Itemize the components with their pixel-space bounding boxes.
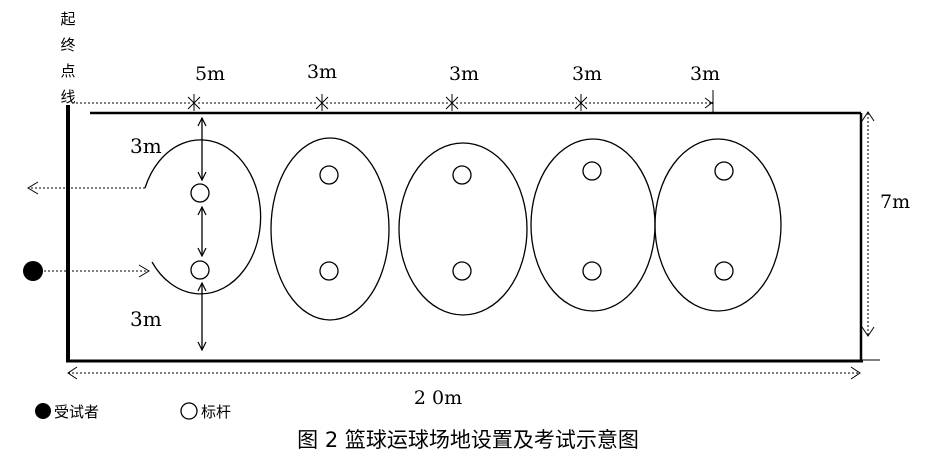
side-label-bottom: 3m [130, 307, 162, 331]
exit-arrowhead [27, 181, 39, 195]
tick-mark [704, 90, 714, 112]
legend: 受试者 标杆 [35, 402, 231, 421]
pole-marker [452, 261, 472, 281]
pole-marker [319, 165, 339, 185]
side-label-top: 3m [130, 134, 162, 158]
legend-pole-label: 标杆 [201, 403, 231, 421]
pole-marker [452, 165, 472, 185]
court-boundary [66, 105, 863, 363]
length-arrowhead-right [850, 366, 861, 380]
slalom-loops [270, 137, 782, 321]
legend-subject-icon [35, 403, 51, 419]
entry-arrowhead [138, 264, 150, 278]
spacing-label-3m-3: 3m [572, 63, 602, 85]
pole-marker [582, 161, 602, 181]
legend-subject-label: 受试者 [54, 403, 99, 421]
spacing-label-3m-4: 3m [690, 63, 720, 85]
start-finish-line-label: 起 终 点 线 [60, 10, 75, 106]
spacing-label-3m-2: 3m [449, 63, 479, 85]
top-dimension-line [72, 90, 714, 112]
entry-path [44, 264, 150, 278]
exit-path [27, 181, 145, 195]
spacing-label-5m: 5m [195, 63, 225, 85]
first-loop-path [144, 139, 262, 295]
width-arrowhead-top [861, 111, 875, 122]
length-arrowhead-left [67, 366, 78, 380]
tick-mark [574, 94, 588, 111]
pole-marker [190, 260, 210, 280]
width-label: 7m [880, 191, 910, 213]
loop-ellipse-4 [654, 138, 782, 312]
loop-ellipse-2 [398, 142, 528, 316]
tick-mark [187, 94, 201, 111]
figure-caption: 图 2 篮球运球场地设置及考试示意图 [297, 428, 639, 452]
width-arrowhead-bottom [861, 326, 875, 337]
spacing-label-3m-1: 3m [307, 61, 337, 83]
loop-ellipse-1 [270, 137, 390, 321]
poles [190, 161, 734, 281]
tick-mark [445, 94, 459, 111]
pole-marker [714, 161, 734, 181]
start-finish-char-3: 点 [60, 62, 75, 80]
pole-marker [582, 261, 602, 281]
legend-pole-icon [180, 402, 198, 420]
top-spacing-labels: 5m 3m 3m 3m 3m [195, 61, 720, 85]
length-dimension [67, 366, 861, 380]
start-finish-char-1: 起 [60, 10, 75, 28]
subject-marker [23, 261, 43, 281]
width-dimension [858, 111, 880, 361]
side-spacing-labels: 3m 3m [130, 134, 162, 331]
pole-marker [190, 183, 210, 203]
start-finish-char-4: 线 [60, 88, 75, 106]
tick-mark [315, 94, 329, 111]
pole-marker [319, 261, 339, 281]
length-label: 2 0m [414, 387, 462, 409]
start-finish-char-2: 终 [60, 36, 75, 54]
pole-marker [714, 261, 734, 281]
